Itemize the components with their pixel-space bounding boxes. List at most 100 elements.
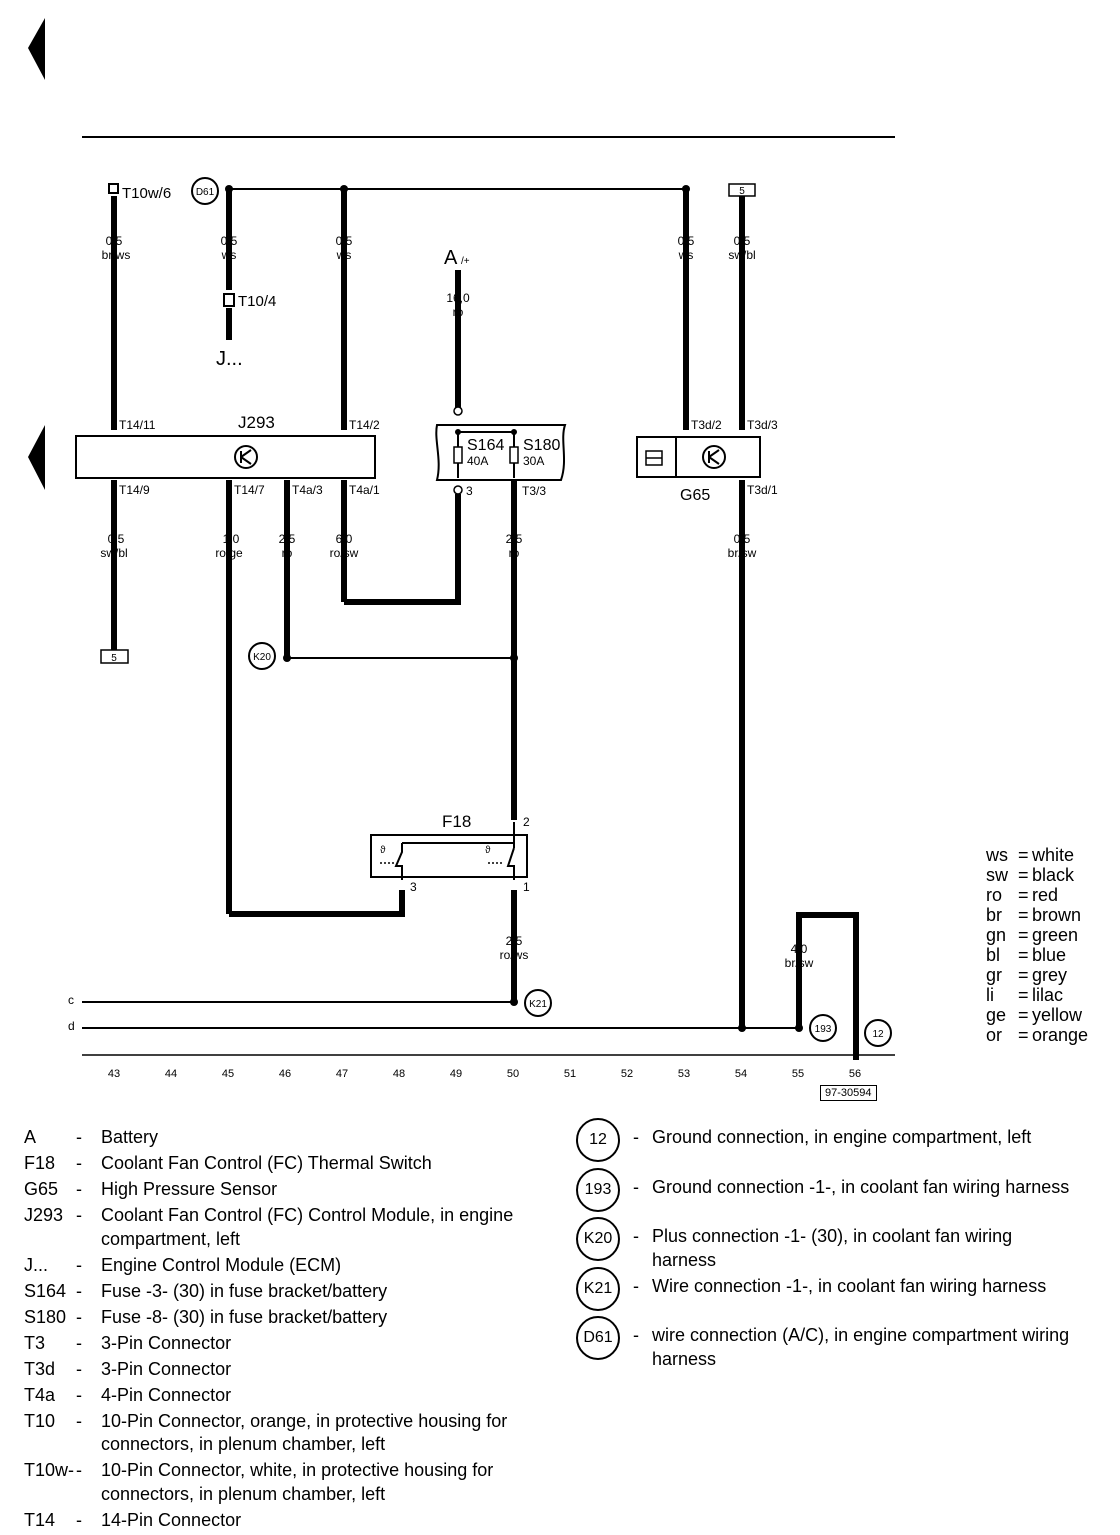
legend-equals: = xyxy=(1018,1005,1029,1025)
track-number: 54 xyxy=(735,1068,747,1080)
track-number: 50 xyxy=(507,1068,519,1080)
track-number: 48 xyxy=(393,1068,405,1080)
component-desc: 3-Pin Connector xyxy=(101,1332,232,1353)
pin-t14-9: T14/9 xyxy=(119,483,150,497)
prev-section-arrow-icon[interactable] xyxy=(28,425,45,490)
track-number: 46 xyxy=(279,1068,291,1080)
pin-t4a-1: T4a/1 xyxy=(349,483,380,497)
k21-label: K21 xyxy=(529,999,547,1010)
component-dash: - xyxy=(76,1179,82,1199)
component-row: T14-14-Pin Connector xyxy=(24,1509,531,1533)
legend-color: orange xyxy=(1032,1025,1089,1045)
wire-45-bot-color: ro/ge xyxy=(215,546,243,560)
pin-f18-1: 1 xyxy=(523,880,530,894)
connection-desc: Plus connection -1- (30), in coolant fan… xyxy=(652,1226,1013,1270)
reference-number: 97-30594 xyxy=(820,1085,877,1101)
component-desc: 14-Pin Connector xyxy=(101,1509,242,1530)
component-row: J...-Engine Control Module (ECM) xyxy=(24,1254,531,1278)
legend-color: brown xyxy=(1032,905,1082,925)
legend-color: red xyxy=(1032,885,1059,905)
component-desc: 4-Pin Connector xyxy=(101,1384,232,1405)
wire-53-top-color: ws xyxy=(678,248,694,262)
pin-t14-2: T14/2 xyxy=(349,418,380,432)
f18-label: F18 xyxy=(442,812,471,831)
prev-page-arrow-icon[interactable] xyxy=(28,18,45,80)
connection-row: 193-Ground connection -1-, in coolant fa… xyxy=(576,1167,1072,1215)
legend-color: grey xyxy=(1032,965,1068,985)
component-row: T10-10-Pin Connector, orange, in protect… xyxy=(24,1410,531,1457)
wire-labels-top: 0,5 br/ws 0,5 ws 0,5 ws 16,0 ro 0,5 ws 0… xyxy=(102,234,756,319)
legend-color: yellow xyxy=(1032,1005,1083,1025)
legend-code: bl xyxy=(986,945,1001,965)
pin-f18-3: 3 xyxy=(410,880,417,894)
component-dash: - xyxy=(76,1306,82,1327)
wire-49-top-color: ro xyxy=(453,305,464,319)
component-desc: 10-Pin Connector, white, in protective h… xyxy=(101,1460,494,1504)
legend-code: li xyxy=(986,985,994,1005)
component-code: S164 xyxy=(24,1280,67,1301)
wire-43-top-size: 0,5 xyxy=(106,234,123,248)
component-row: J293-Coolant Fan Control (FC) Control Mo… xyxy=(24,1204,531,1251)
component-code: J293 xyxy=(24,1205,64,1225)
fuse-box xyxy=(435,424,567,481)
g193-connection-marker xyxy=(809,1014,837,1042)
component-code: T3d xyxy=(24,1358,56,1379)
ref-box-5-bottom-label: 5 xyxy=(111,653,117,664)
legend-code: or xyxy=(986,1025,1003,1045)
component-dash: - xyxy=(76,1384,82,1405)
wire-50-bot-color: ro xyxy=(509,546,520,560)
pin-t14-7: T14/7 xyxy=(234,483,265,497)
legend-row: or=orange xyxy=(986,1025,1088,1045)
wire-43-bot-color: sw/bl xyxy=(100,546,127,560)
wire-47-bot-color: ro/sw xyxy=(330,546,359,560)
bus-d-label: d xyxy=(68,1019,75,1033)
connection-dash: - xyxy=(633,1176,639,1197)
legend-color: blue xyxy=(1032,945,1067,965)
legend-row: sw=black xyxy=(986,865,1088,885)
wire-47-top-color: ws xyxy=(336,248,352,262)
component-desc: Battery xyxy=(101,1127,159,1147)
component-code: F18 xyxy=(24,1153,56,1173)
t10-4-label: T10/4 xyxy=(238,293,276,310)
g193-label: 193 xyxy=(815,1024,832,1035)
ecm-label: J... xyxy=(216,348,243,370)
component-row: T3-3-Pin Connector xyxy=(24,1332,531,1356)
wire-50-low-color: ro/ws xyxy=(500,948,529,962)
g12-connection-marker xyxy=(864,1019,892,1047)
legend-color: white xyxy=(1032,845,1075,865)
k21-connection-marker xyxy=(524,989,552,1017)
component-dash: - xyxy=(76,1410,82,1431)
d61-label: D61 xyxy=(196,187,215,198)
bus-c-label: c xyxy=(68,993,74,1007)
k20-label: K20 xyxy=(253,652,271,663)
pin-s-3: 3 xyxy=(466,484,473,498)
s180-rating: 30A xyxy=(523,454,544,468)
component-desc: Fuse -8- (30) in fuse bracket/battery xyxy=(101,1306,388,1327)
pin-t3d-1: T3d/1 xyxy=(747,483,778,497)
d61-connection-marker xyxy=(191,177,219,205)
component-code: T4a xyxy=(24,1384,56,1405)
legend-code: ro xyxy=(986,885,1003,905)
legend-code: gn xyxy=(986,925,1007,945)
j293-label: J293 xyxy=(238,413,275,432)
wire-46-bot-size: 2,5 xyxy=(279,532,296,546)
legend-code: br xyxy=(986,905,1003,925)
connection-desc: Ground connection -1-, in coolant fan wi… xyxy=(652,1176,1070,1197)
wire-45-top-color: ws xyxy=(221,248,237,262)
f18-temp-symbol-left: ϑ xyxy=(380,845,386,856)
connection-id-marker: D61 xyxy=(576,1316,620,1360)
component-row: T10w--10-Pin Connector, white, in protec… xyxy=(24,1459,531,1506)
track-number: 51 xyxy=(564,1068,576,1080)
t10w6-label: T10w/6 xyxy=(122,185,171,202)
wire-50-bot-size: 2,5 xyxy=(506,532,523,546)
component-code: A xyxy=(24,1127,37,1147)
legend-row: bl=blue xyxy=(986,945,1088,965)
s180-label: S180 xyxy=(523,437,560,454)
component-desc: Engine Control Module (ECM) xyxy=(101,1254,342,1275)
legend-code: ws xyxy=(986,845,1008,865)
wire-54-top-color: sw/bl xyxy=(728,248,755,262)
component-row: F18-Coolant Fan Control (FC) Thermal Swi… xyxy=(24,1152,531,1176)
